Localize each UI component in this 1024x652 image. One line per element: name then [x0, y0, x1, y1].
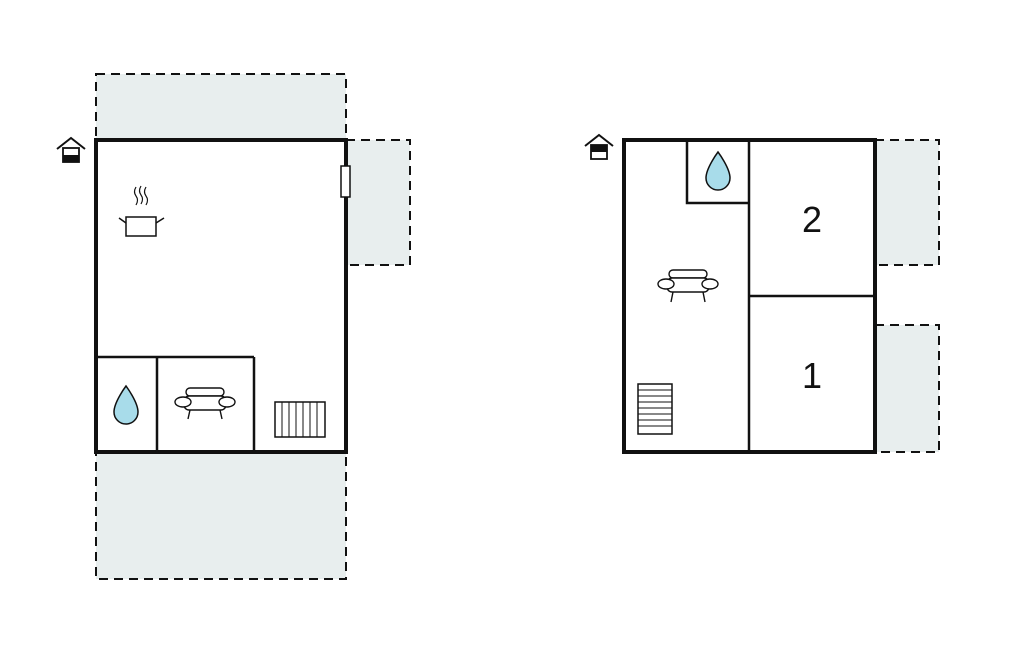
bathroom-wall [685, 140, 749, 205]
floor-indicator-icon [56, 136, 86, 163]
stairs-icon [637, 383, 673, 435]
terrace-bottom [95, 451, 347, 580]
upper-floor-plan: 2 1 [584, 133, 940, 454]
terrace-right [345, 139, 411, 266]
terrace-right-upper [874, 139, 940, 266]
sofa-icon [657, 269, 719, 303]
terrace-right-lower [874, 324, 940, 453]
room-label-1: 1 [802, 355, 822, 396]
radiator-icon [274, 401, 326, 438]
sofa-icon [174, 387, 236, 420]
ground-floor-plan [56, 73, 411, 580]
water-drop-icon [705, 150, 731, 191]
floor-indicator-icon [584, 133, 614, 160]
water-drop-icon [113, 384, 139, 425]
cooking-pot-icon [118, 185, 165, 237]
door-icon [340, 165, 351, 198]
room-label-2: 2 [802, 199, 822, 240]
terrace-top [95, 73, 347, 141]
